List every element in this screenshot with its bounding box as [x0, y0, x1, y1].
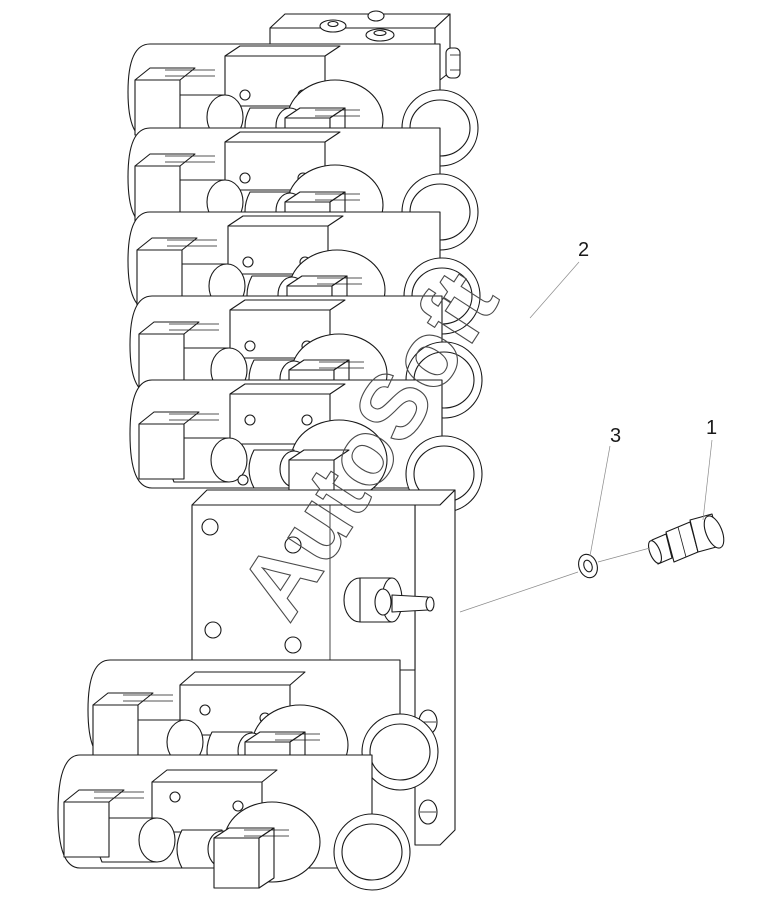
relief-valve-cartridge — [343, 577, 435, 623]
callout-label-3: 3 — [610, 425, 621, 447]
leader-lines — [459, 261, 713, 613]
upper-valve-stack — [127, 10, 483, 513]
callout-label-2: 2 — [578, 239, 589, 261]
plug — [647, 513, 725, 565]
valve-section — [129, 379, 483, 513]
callout-label-1: 1 — [706, 417, 717, 439]
lower-valve-stack — [57, 659, 439, 891]
inlet-block — [191, 489, 456, 846]
valve-section — [57, 754, 411, 891]
sealing-washer — [578, 553, 598, 579]
